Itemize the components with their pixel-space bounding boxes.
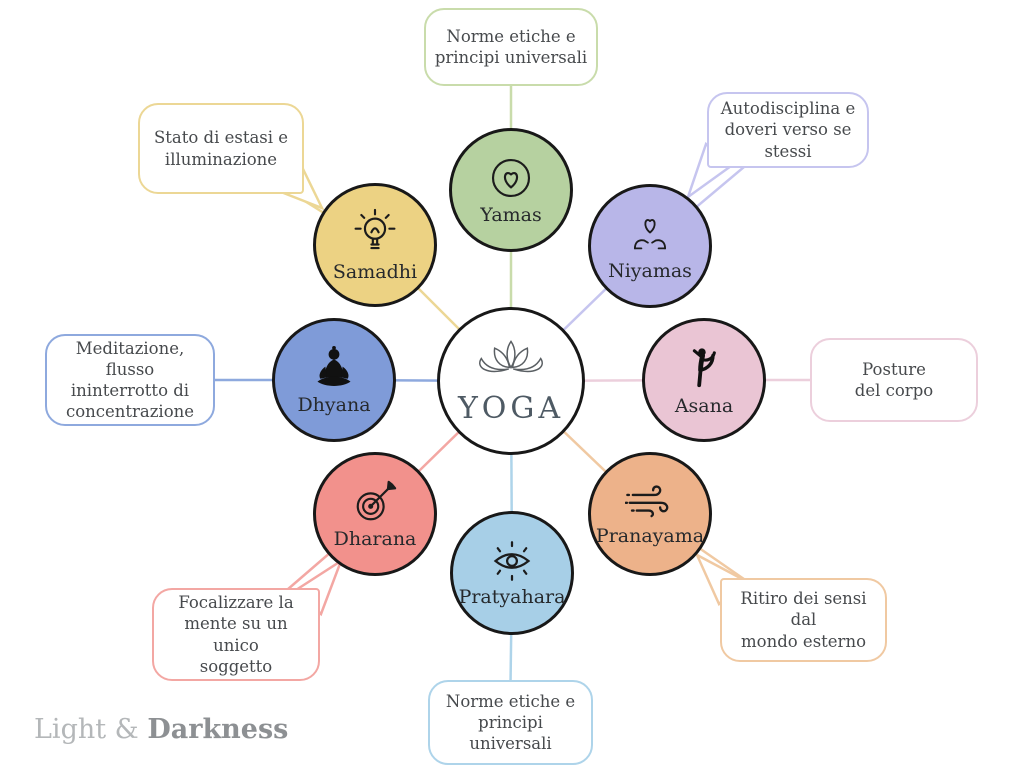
node-dharana: Dharana <box>313 452 437 576</box>
callout-text-dharana: Focalizzare la mente su un unico soggett… <box>178 593 294 676</box>
eye-icon <box>488 539 536 583</box>
node-label-pratyahara: Pratyahara <box>458 585 566 608</box>
callout-dharana: Focalizzare la mente su un unico soggett… <box>152 588 320 681</box>
node-asana: Asana <box>642 318 766 442</box>
node-label-dharana: Dharana <box>333 527 417 550</box>
wind-icon <box>625 482 675 522</box>
callout-pranayama: Ritiro dei sensi dal mondo esterno <box>720 578 887 662</box>
node-pratyahara: Pratyahara <box>450 511 574 635</box>
heart-circle-icon <box>488 155 534 201</box>
callout-text-dhyana: Meditazione, flusso ininterrotto di conc… <box>65 338 195 422</box>
node-dhyana: Dhyana <box>272 318 396 442</box>
node-label-samadhi: Samadhi <box>332 260 418 283</box>
callout-text-asana: Posture del corpo <box>854 359 934 400</box>
lightbulb-icon <box>352 208 398 258</box>
callout-text-samadhi: Stato di estasi e illuminazione <box>153 128 289 169</box>
callout-dhyana: Meditazione, flusso ininterrotto di conc… <box>45 334 215 426</box>
node-niyamas: Niyamas <box>588 184 712 308</box>
callout-text-pratyahara: Norme etiche e principi universali <box>445 691 576 754</box>
brand-text-dark: Darkness <box>147 714 289 745</box>
lotus-icon <box>465 337 557 393</box>
node-label-asana: Asana <box>674 394 734 417</box>
callout-text-niyamas: Autodisciplina e doveri verso se stessi <box>720 99 856 161</box>
callout-text-pranayama: Ritiro dei sensi dal mondo esterno <box>740 589 867 651</box>
center-title: YOGA <box>457 390 565 426</box>
node-yamas: Yamas <box>449 128 573 252</box>
node-label-yamas: Yamas <box>480 203 542 226</box>
brand-text-light: Light & <box>34 714 139 745</box>
node-label-dhyana: Dhyana <box>297 393 371 416</box>
node-samadhi: Samadhi <box>313 183 437 307</box>
target-arrow-icon <box>352 479 398 525</box>
node-label-niyamas: Niyamas <box>608 259 692 282</box>
hands-heart-icon <box>627 211 673 257</box>
node-label-pranayama: Pranayama <box>595 524 705 547</box>
center-node-yoga: YOGA <box>437 307 585 455</box>
node-pranayama: Pranayama <box>588 452 712 576</box>
meditation-icon <box>311 345 357 391</box>
callout-niyamas: Autodisciplina e doveri verso se stessi <box>707 92 869 168</box>
brand-logo: Light & Darkness <box>34 714 288 745</box>
callout-text-yamas: Norme etiche e principi universali <box>434 26 588 67</box>
callout-pratyahara: Norme etiche e principi universali <box>428 680 593 765</box>
callout-yamas: Norme etiche e principi universali <box>424 8 598 86</box>
dancer-icon <box>682 344 726 392</box>
callout-samadhi: Stato di estasi e illuminazione <box>138 103 304 194</box>
callout-asana: Posture del corpo <box>810 338 978 422</box>
